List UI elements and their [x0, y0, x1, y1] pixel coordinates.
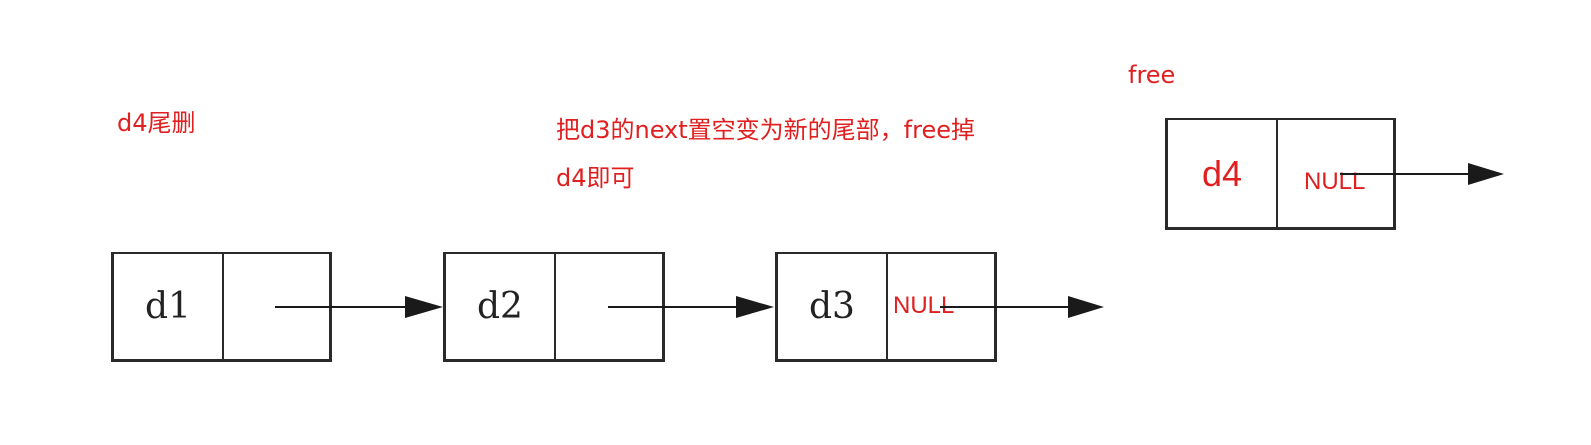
node-d4: d4 NULL	[1165, 118, 1396, 230]
node-d2-data-cell: d2	[446, 254, 556, 359]
node-d3-label: d3	[809, 286, 855, 327]
node-d1-label: d1	[145, 286, 191, 327]
node-d3-null-label: NULL	[893, 292, 955, 319]
node-d4-next-cell: NULL	[1278, 120, 1393, 227]
node-d4-label: d4	[1201, 152, 1243, 194]
description-annotation: 把d3的next置空变为新的尾部，free掉 d4即可	[556, 115, 975, 193]
arrow-d4-out	[1340, 163, 1504, 185]
arrow-d1-to-d2	[275, 296, 443, 318]
arrow-d2-to-d3	[608, 296, 774, 318]
node-d3-next-cell: NULL	[888, 254, 994, 359]
node-d2-label: d2	[477, 286, 523, 327]
free-label: free	[1128, 61, 1176, 89]
description-line-2: d4即可	[556, 164, 635, 192]
arrow-d3-out	[940, 296, 1104, 318]
node-d4-data-cell: d4	[1168, 120, 1278, 227]
node-d3-data-cell: d3	[778, 254, 888, 359]
title-annotation: d4尾删	[117, 109, 196, 137]
node-d1-data-cell: d1	[114, 254, 224, 359]
description-line-1: 把d3的next置空变为新的尾部，free掉	[556, 116, 975, 144]
node-d4-null-label: NULL	[1304, 168, 1366, 195]
node-d3: d3 NULL	[775, 252, 997, 362]
